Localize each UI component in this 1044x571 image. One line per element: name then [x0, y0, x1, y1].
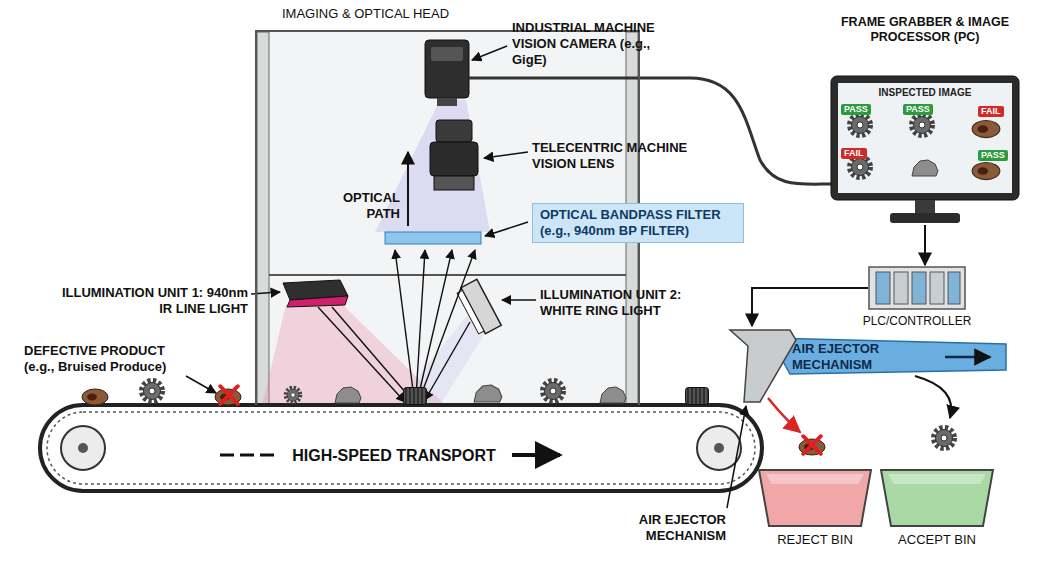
- camera-cable: [469, 78, 832, 184]
- callout-label: ILLUMINATION UNIT 2: WHITE RING LIGHT: [540, 287, 720, 319]
- fail-tag: FAIL: [841, 148, 867, 159]
- callout-label: OPTICAL PATH: [318, 190, 400, 222]
- bin-label: ACCEPT BIN: [867, 532, 1007, 548]
- housing-heading: IMAGING & OPTICAL HEAD: [282, 6, 449, 22]
- white-ring-light: [456, 279, 502, 336]
- screen-title: INSPECTED IMAGE: [838, 87, 1012, 99]
- optical-path-arrow: [407, 152, 409, 226]
- air-ejector: [730, 330, 1006, 402]
- pc-heading: FRAME GRABBER & IMAGE PROCESSOR (PC): [839, 15, 1011, 45]
- ir-line-light: [283, 280, 348, 307]
- accept-bin: ACCEPT BIN: [880, 468, 994, 552]
- light-rays: [318, 250, 475, 402]
- control-signal-arrow: [752, 288, 868, 326]
- ejector-label: AIR EJECTOR MECHANISM: [792, 341, 932, 373]
- conveyor-label: HIGH-SPEED TRANSPORT: [282, 446, 506, 465]
- pass-tag: PASS: [903, 104, 933, 115]
- leader-lines: [186, 46, 746, 508]
- callout-label: DEFECTIVE PRODUCT (e.g., Bruised Produce…: [24, 343, 189, 375]
- plc-controller: PLC/CONTROLLER: [868, 266, 966, 310]
- signal-arrow: [924, 225, 926, 265]
- reject-bin: REJECT BIN: [758, 468, 872, 552]
- bandpass-filter: [385, 232, 481, 244]
- callout-label: INDUSTRIAL MACHINE VISION CAMERA (e.g., …: [512, 20, 682, 68]
- pass-tag: PASS: [841, 104, 871, 115]
- filter-label: OPTICAL BANDPASS FILTER (e.g., 940nm BP …: [540, 207, 736, 239]
- callout-label: AIR EJECTOR MECHANISM: [630, 512, 726, 544]
- plc-controller-shape: [868, 266, 966, 310]
- ir-light-cone: [262, 305, 445, 405]
- pass-tag: PASS: [978, 150, 1008, 161]
- conveyor-belt: [40, 405, 762, 491]
- bin-label: REJECT BIN: [745, 532, 885, 548]
- plc-label: PLC/CONTROLLER: [837, 314, 997, 329]
- machine-vision-camera: [425, 40, 469, 106]
- reject-path-arrow: [768, 398, 800, 432]
- callout-label: TELECENTRIC MACHINE VISION LENS: [532, 140, 717, 172]
- fail-tag: FAIL: [978, 106, 1004, 117]
- callout-label: ILLUMINATION UNIT 1: 940nm IR LINE LIGHT: [56, 285, 248, 317]
- filter-callout-box: OPTICAL BANDPASS FILTER (e.g., 940nm BP …: [532, 203, 744, 243]
- telecentric-lens: [430, 120, 478, 190]
- accept-path-arrow: [915, 376, 951, 418]
- products: [82, 381, 709, 405]
